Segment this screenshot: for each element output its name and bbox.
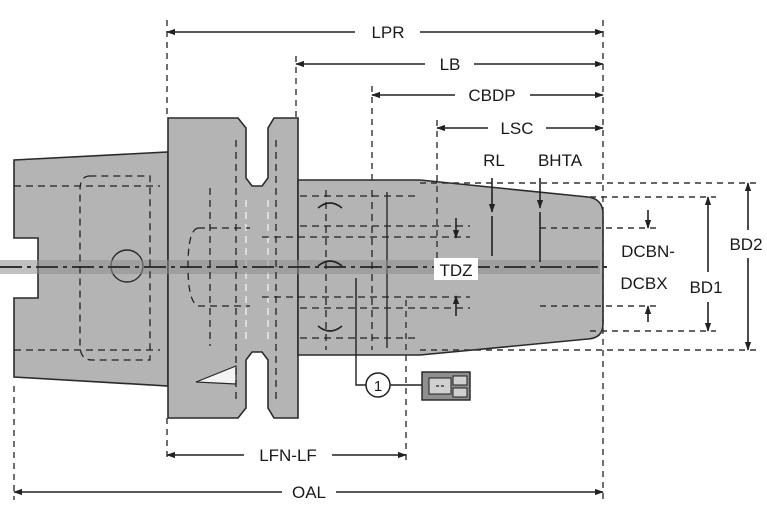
dim-bd2: BD2 [729,182,763,351]
callout-number: 1 [374,378,382,395]
dim-dcbn-dcbx: DCBN- DCBX [620,210,675,322]
dim-tdz: TDZ [434,218,478,316]
label-cbdp: CBDP [468,86,515,105]
tool-holder-body [0,117,612,419]
dim-lsc: LSC [436,119,604,138]
clamping-screw-icon [421,371,471,401]
label-dcbn: DCBN- [621,242,675,261]
callout-1: 1 [355,278,471,401]
label-bhta: BHTA [538,151,583,170]
dim-oal: OAL [13,483,604,502]
label-dcbx: DCBX [620,274,667,293]
dim-lfn-lf: LFN-LF [166,446,407,465]
label-oal: OAL [292,483,326,502]
label-lfn-lf: LFN-LF [259,446,317,465]
label-rl: RL [483,151,505,170]
label-tdz: TDZ [439,261,472,280]
dim-bd1: BD1 [689,196,723,332]
dim-bhta: BHTA [536,151,583,262]
label-lb: LB [440,55,461,74]
label-lpr: LPR [371,23,404,42]
dim-cbdp: CBDP [371,86,604,105]
extension-lines [13,20,760,500]
label-bd1: BD1 [689,278,722,297]
label-bd2: BD2 [729,235,762,254]
dim-lb: LB [295,55,604,74]
dim-lpr: LPR [166,23,604,42]
dim-rl: RL [483,151,505,256]
label-lsc: LSC [500,119,533,138]
